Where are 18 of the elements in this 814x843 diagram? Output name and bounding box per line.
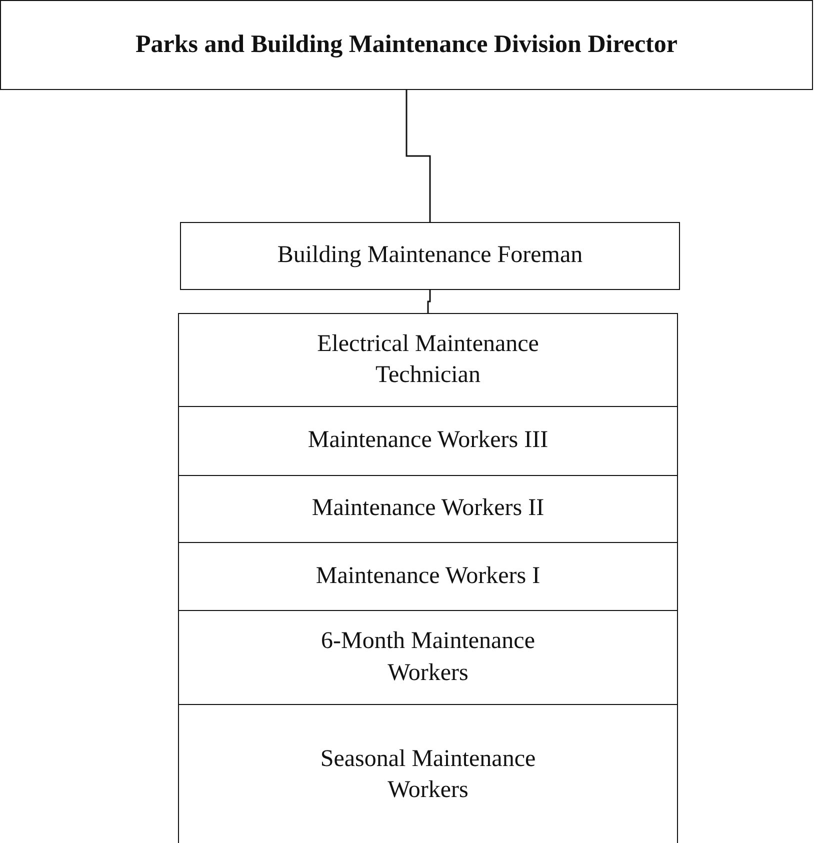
position-cell bbox=[178, 542, 678, 611]
position-cell bbox=[178, 313, 678, 407]
position-cell bbox=[178, 610, 678, 705]
position-title: Maintenance Workers II bbox=[312, 494, 544, 524]
position-title: Seasonal Maintenance Workers bbox=[319, 744, 537, 805]
position-title: 6-Month Maintenance Workers bbox=[320, 627, 536, 688]
position-cell bbox=[178, 406, 678, 476]
position-box bbox=[180, 222, 680, 290]
position-title: Maintenance Workers III bbox=[308, 426, 548, 456]
position-title: Electrical Maintenance Technician bbox=[316, 330, 540, 390]
position-title: Maintenance Workers I bbox=[316, 562, 540, 591]
position-cell bbox=[178, 475, 678, 543]
position-title: Building Maintenance Foreman bbox=[277, 241, 583, 270]
position-title: Parks and Building Maintenance Division Director bbox=[136, 30, 678, 60]
connector-line bbox=[427, 290, 431, 313]
position-cell bbox=[178, 704, 678, 843]
connector-line bbox=[406, 90, 431, 222]
director-box bbox=[0, 0, 813, 90]
